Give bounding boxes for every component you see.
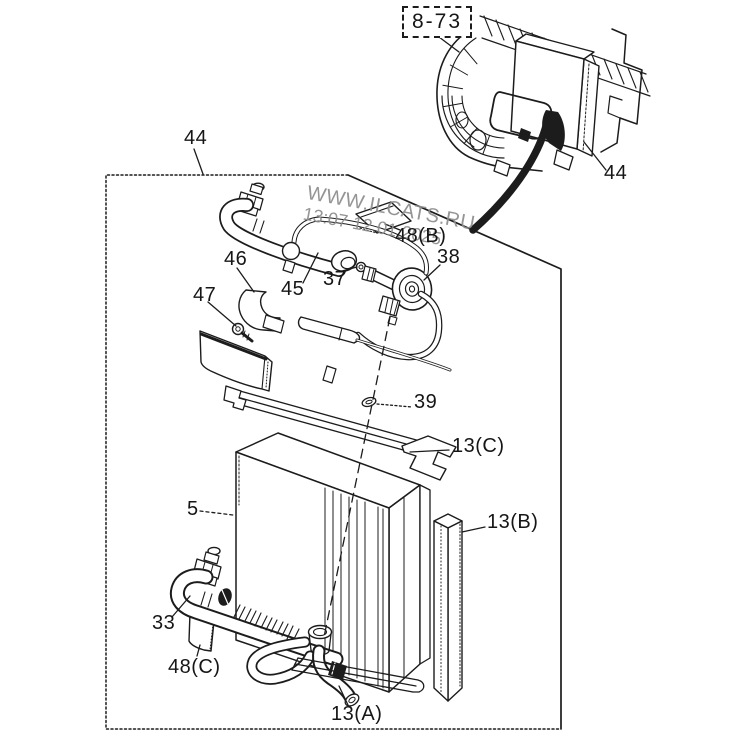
small-screw-39 bbox=[361, 396, 377, 408]
leader-33 bbox=[171, 595, 191, 618]
callout-46: 46 bbox=[224, 248, 248, 270]
callout-13c: 13(C) bbox=[452, 435, 505, 457]
unit-core-box bbox=[510, 33, 600, 157]
callout-33: 33 bbox=[152, 612, 176, 634]
alignment-dashed-line bbox=[323, 316, 391, 638]
equalizer-tube bbox=[291, 216, 429, 276]
callout-38: 38 bbox=[437, 246, 461, 268]
callout-ref-8-73: 8-73 bbox=[402, 6, 473, 38]
flange-disc-38 bbox=[391, 267, 433, 311]
leader-37 bbox=[341, 266, 358, 272]
leader-47 bbox=[207, 301, 237, 327]
leader-5 bbox=[199, 510, 234, 516]
pipe-nut bbox=[330, 250, 358, 272]
seal-pad-48a bbox=[199, 330, 273, 392]
blower-housing bbox=[436, 29, 543, 172]
hanging-clamp bbox=[281, 241, 301, 274]
callout-44-top: 44 bbox=[184, 127, 208, 149]
leader-48b bbox=[384, 223, 401, 231]
mounting-bracket bbox=[493, 28, 643, 177]
leader-44-top bbox=[193, 148, 204, 175]
screw-47 bbox=[231, 322, 254, 343]
callout-39: 39 bbox=[414, 391, 438, 413]
callout-13b: 13(B) bbox=[487, 511, 539, 533]
callout-37: 37 bbox=[323, 268, 347, 290]
side-seal-bar-13b bbox=[433, 513, 463, 702]
thermistor-probe bbox=[297, 316, 452, 372]
leader-45 bbox=[302, 252, 319, 284]
saddle-clamp-46 bbox=[238, 289, 285, 334]
drain-outlet-elbow bbox=[312, 644, 360, 707]
loop-hose bbox=[354, 290, 443, 361]
leader-46 bbox=[236, 267, 255, 293]
leader-13a bbox=[338, 685, 349, 706]
callout-5: 5 bbox=[187, 498, 199, 520]
leader-39 bbox=[376, 403, 413, 408]
callout-13a: 13(A) bbox=[331, 703, 383, 725]
leader-48c bbox=[196, 644, 201, 657]
top-pipe-assembly bbox=[219, 182, 452, 372]
core-fins bbox=[324, 487, 405, 689]
enclosure-box-border bbox=[105, 174, 562, 730]
callout-44-right: 44 bbox=[604, 162, 628, 184]
leader-13c bbox=[409, 449, 450, 453]
pipe-45 bbox=[219, 197, 346, 277]
callout-47: 47 bbox=[193, 284, 217, 306]
leader-38 bbox=[423, 264, 441, 281]
leader-44-right bbox=[583, 141, 607, 171]
callout-48b: 48(B) bbox=[395, 225, 447, 247]
bottom-seal-strip-13a bbox=[291, 657, 425, 693]
hvac-unit-assembly bbox=[436, 15, 651, 234]
callout-48c: 48(C) bbox=[168, 656, 221, 678]
hose-band bbox=[469, 114, 552, 234]
leader-13b bbox=[461, 526, 486, 533]
top-seal-strip-13c bbox=[223, 365, 457, 481]
pipe-stub bbox=[361, 265, 402, 292]
spiral-wrap bbox=[233, 604, 300, 642]
drain-hose-loop bbox=[246, 636, 316, 685]
callout-45: 45 bbox=[281, 278, 305, 300]
